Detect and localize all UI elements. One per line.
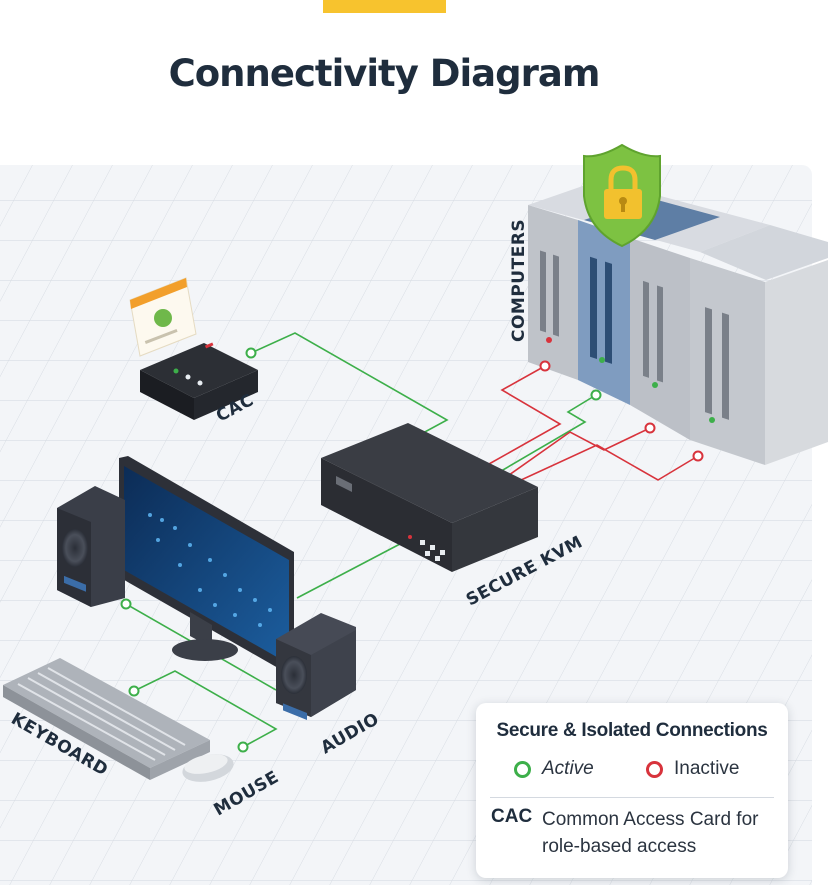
speaker-icon bbox=[57, 486, 125, 607]
kvm-switch-icon bbox=[321, 423, 538, 572]
access-card-icon bbox=[129, 277, 197, 357]
legend-abbr-description: Common Access Card for role-based access bbox=[542, 809, 759, 857]
page-title: Connectivity Diagram bbox=[168, 52, 601, 95]
legend-item-inactive: Inactive bbox=[646, 758, 739, 780]
connection-computer3-inactive bbox=[501, 427, 651, 481]
keyboard-icon bbox=[3, 658, 210, 780]
mouse-icon bbox=[182, 754, 234, 782]
legend-divider bbox=[490, 797, 774, 798]
legend-item-active: Active bbox=[514, 758, 594, 780]
inactive-ring-icon bbox=[646, 760, 663, 778]
speaker-icon bbox=[276, 613, 356, 721]
connection-computer4-inactive bbox=[507, 444, 699, 487]
connection-computer1-inactive bbox=[488, 365, 562, 465]
monitor-icon bbox=[119, 456, 294, 672]
legend-card: Secure & Isolated Connections Active Ina… bbox=[476, 703, 788, 878]
accent-bar bbox=[323, 0, 446, 13]
card-reader-icon bbox=[140, 342, 258, 420]
connection-endpoints bbox=[120, 347, 704, 753]
legend-abbr: CAC bbox=[491, 806, 533, 827]
connection-monitor-active bbox=[296, 543, 401, 599]
connection-lines bbox=[125, 332, 699, 748]
legend-active-label: Active bbox=[542, 758, 594, 779]
legend-title: Secure & Isolated Connections bbox=[496, 720, 768, 741]
connection-computer2-active bbox=[495, 394, 597, 475]
computers-label: COMPUTERS bbox=[509, 219, 529, 342]
connection-cac-active bbox=[250, 332, 449, 441]
legend-inactive-label: Inactive bbox=[674, 758, 740, 779]
lock-shield-icon bbox=[583, 143, 661, 248]
connection-keyboard-active bbox=[133, 670, 278, 748]
active-ring-icon bbox=[514, 760, 531, 778]
